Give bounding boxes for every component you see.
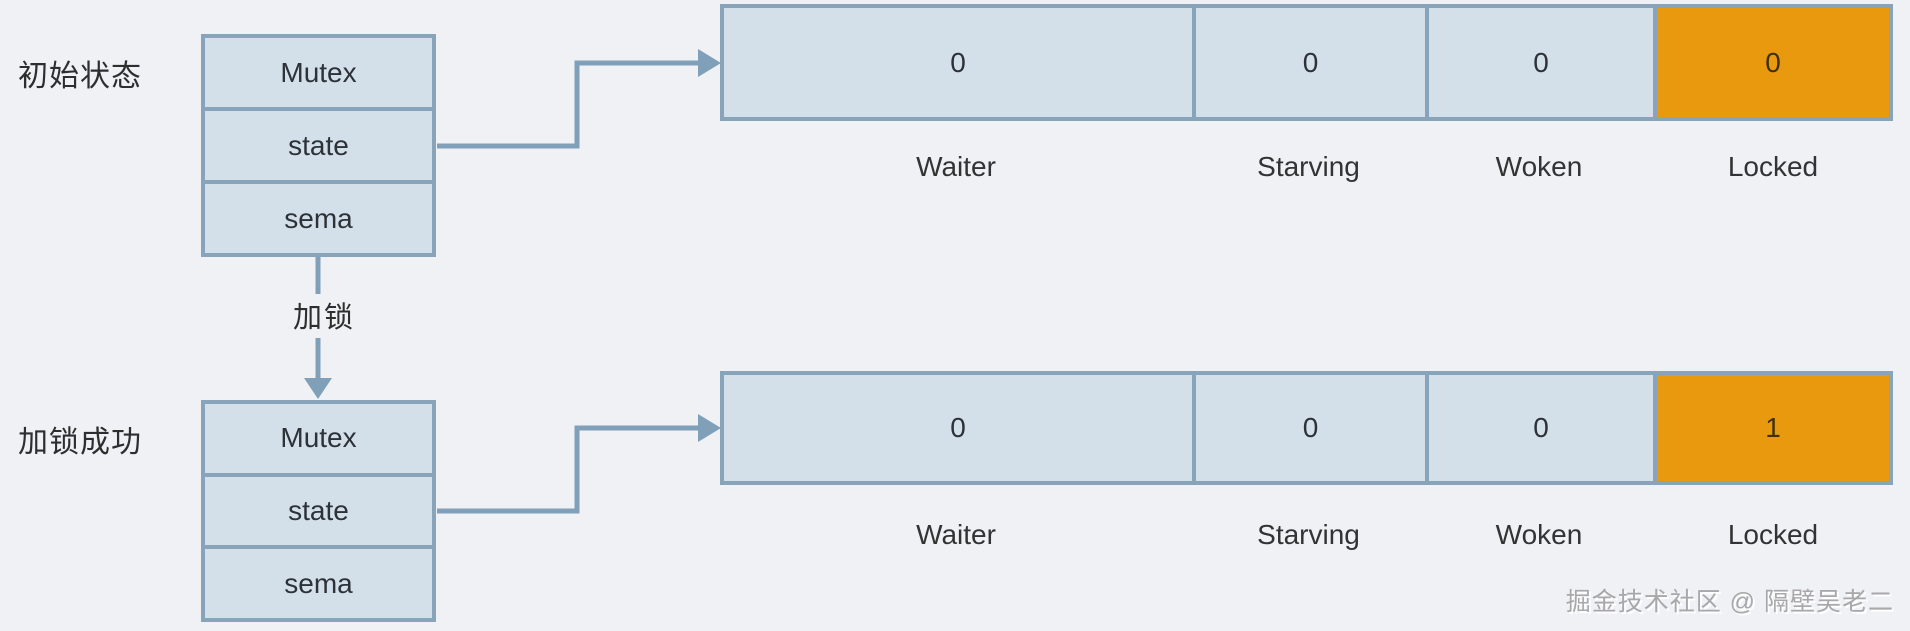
arrowhead-right-top-icon	[698, 49, 721, 77]
mutex-struct-box-initial: Mutex state sema	[201, 34, 436, 257]
struct-row-mutex: Mutex	[280, 422, 357, 454]
bitfield-cell-locked: 1	[1657, 375, 1889, 481]
bitfield-cell-locked: 0	[1657, 8, 1889, 117]
struct-row-sema: sema	[205, 545, 432, 618]
bitfield-cell-waiter: 0	[724, 8, 1196, 117]
bitfield-cell-starving: 0	[1196, 375, 1429, 481]
bitfield-cell-starving: 0	[1196, 8, 1429, 117]
bitfield-label-waiter: Waiter	[916, 519, 996, 550]
bitfield-initial: 0 0 0 0	[720, 4, 1893, 121]
bitfield-cell-woken: 0	[1429, 8, 1657, 117]
bitfield-label-woken: Woken	[1495, 519, 1583, 550]
bitfield-locked: 0 0 0 1	[720, 371, 1893, 485]
bitfield-label-locked: Locked	[1727, 151, 1819, 182]
bitfield-label-waiter: Waiter	[916, 151, 996, 182]
struct-row-state: state	[205, 107, 432, 180]
transition-label-lock: 加锁	[292, 302, 355, 334]
bitfield-labels-locked: Waiter Starving Woken Locked	[720, 518, 1893, 552]
bitfield-label-locked: Locked	[1727, 519, 1819, 550]
state-label-initial: 初始状态	[18, 60, 142, 93]
bitfield-label-starving: Starving	[1257, 151, 1360, 182]
mutex-struct-box-locked: Mutex state sema	[201, 400, 436, 622]
state-to-bitfield-arrow-bottom	[437, 425, 700, 514]
bitfield-cell-waiter: 0	[724, 375, 1196, 481]
bitfield-label-woken: Woken	[1495, 151, 1583, 182]
struct-row-mutex: Mutex	[280, 56, 357, 88]
arrowhead-right-bottom-icon	[698, 414, 721, 442]
bitfield-cell-woken: 0	[1429, 375, 1657, 481]
bitfield-labels-initial: Waiter Starving Woken Locked	[720, 150, 1893, 184]
struct-row-state: state	[205, 472, 432, 546]
struct-row-sema: sema	[205, 180, 432, 253]
state-label-locked: 加锁成功	[18, 426, 142, 459]
watermark: 掘金技术社区 @ 隔壁吴老二	[1565, 588, 1894, 616]
state-to-bitfield-arrow-top	[437, 60, 700, 149]
bitfield-label-starving: Starving	[1257, 519, 1360, 550]
arrowhead-down-icon	[304, 378, 332, 399]
